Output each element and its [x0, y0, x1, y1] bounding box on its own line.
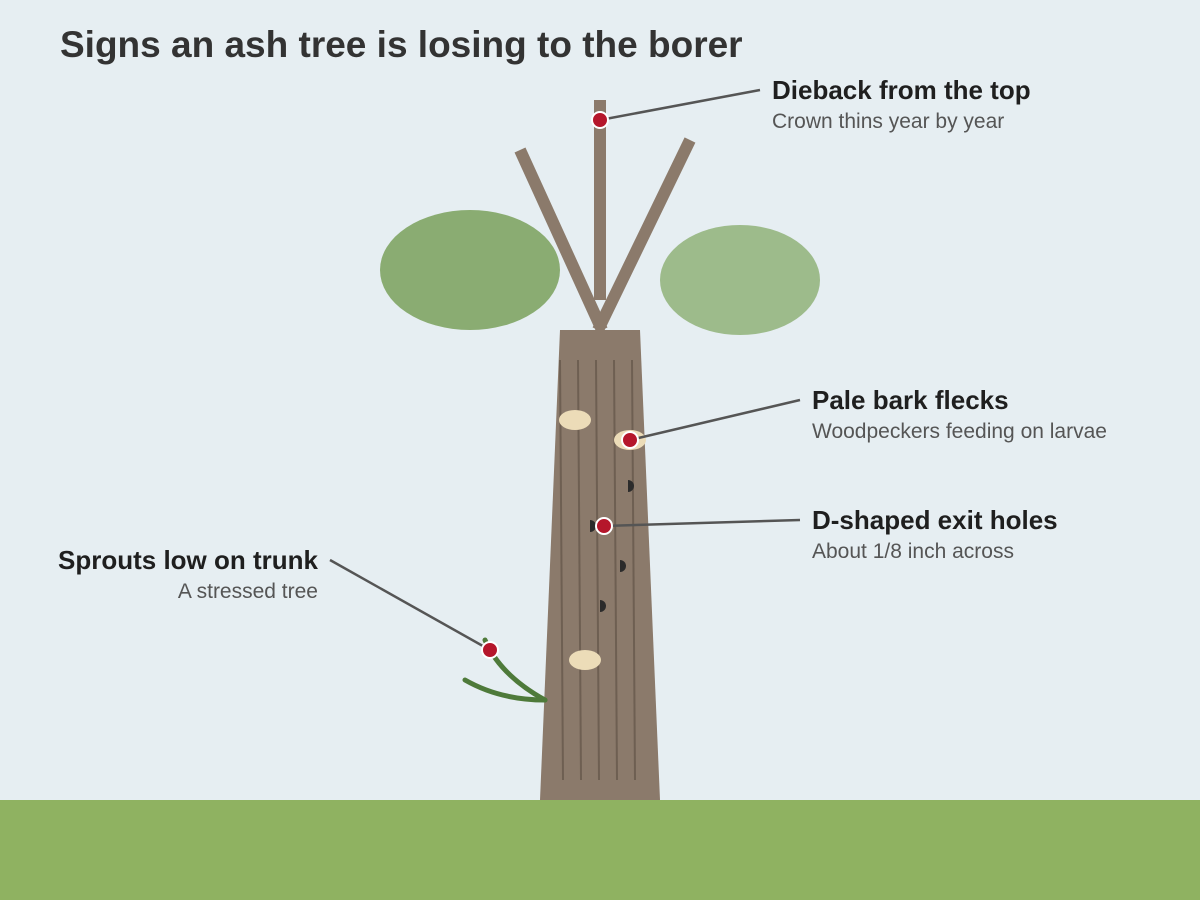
marker-sprouts — [481, 641, 499, 659]
exit-hole — [628, 480, 634, 492]
foliage-right — [660, 225, 820, 335]
exit-hole — [590, 520, 596, 532]
dead-branch-left — [514, 147, 608, 333]
callout-detail: Woodpeckers feeding on larvae — [812, 420, 1107, 443]
dead-branch-right — [592, 137, 696, 333]
exit-hole — [620, 560, 626, 572]
dead-leader-top — [594, 100, 606, 300]
callout-heading: D-shaped exit holes — [812, 505, 1058, 535]
callout-markers — [481, 111, 639, 659]
callout-detail: A stressed tree — [177, 580, 318, 603]
callout-detail: About 1/8 inch across — [812, 540, 1014, 563]
leader-dieback — [599, 88, 761, 122]
leader-exit — [603, 518, 801, 528]
diagram-title: Signs an ash tree is losing to the borer — [60, 24, 743, 65]
callout-sprouts: Sprouts low on trunk A stressed tree — [58, 545, 318, 605]
callout-dieback: Dieback from the top Crown thins year by… — [772, 75, 1031, 135]
exit-hole — [600, 600, 606, 612]
trunk — [540, 330, 660, 800]
callout-heading: Pale bark flecks — [812, 385, 1009, 415]
leader-lines — [329, 88, 801, 652]
marker-exit — [595, 517, 613, 535]
exit-holes — [590, 480, 634, 612]
marker-dieback — [591, 111, 609, 129]
leader-sprouts — [329, 558, 491, 652]
ground — [0, 800, 1200, 900]
callout-bark: Pale bark flecks Woodpeckers feeding on … — [812, 385, 1107, 445]
bark-fleck — [569, 650, 601, 670]
marker-bark — [621, 431, 639, 449]
bark-furrows — [559, 359, 636, 781]
callout-detail: Crown thins year by year — [772, 110, 1005, 133]
callout-heading: Dieback from the top — [772, 75, 1031, 105]
callout-exit: D-shaped exit holes About 1/8 inch acros… — [812, 505, 1058, 565]
foliage-left — [380, 210, 560, 330]
leader-bark — [629, 398, 801, 442]
bark-fleck — [559, 410, 591, 430]
callout-heading: Sprouts low on trunk — [58, 545, 318, 575]
trunk-sprouts — [462, 637, 548, 703]
